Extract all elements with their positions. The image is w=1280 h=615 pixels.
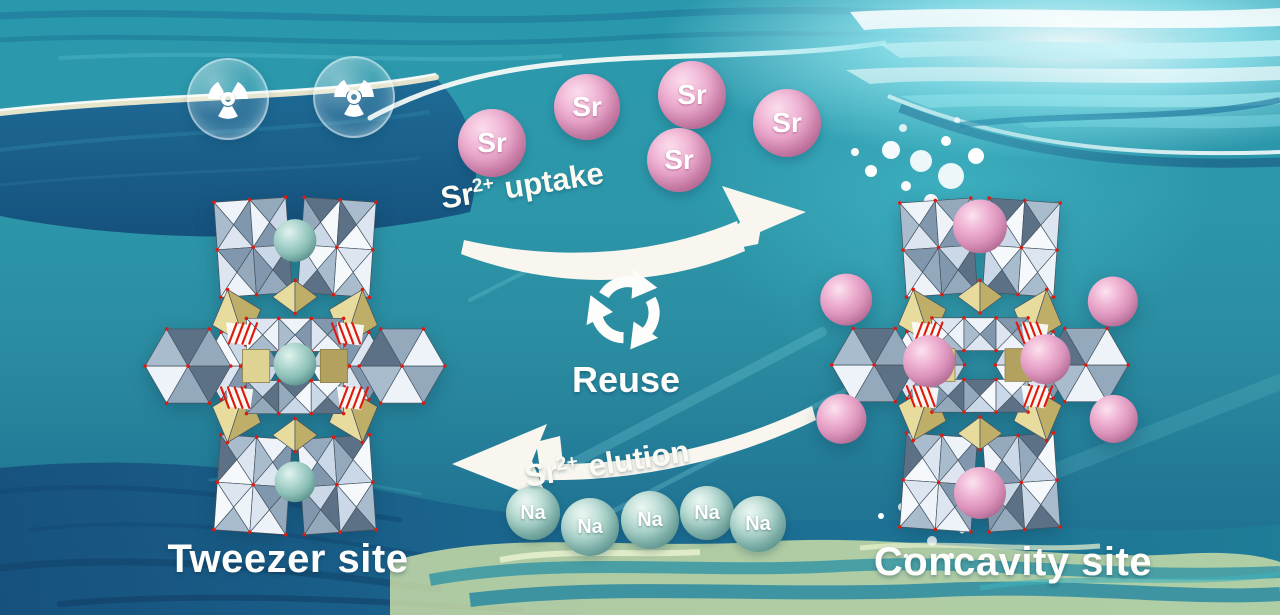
bound-ion-sphere <box>903 335 955 388</box>
bound-ion-sphere <box>274 461 316 503</box>
bound-ion-sphere <box>816 393 867 444</box>
reuse-block: Reuse <box>553 262 699 401</box>
sr-ion-sphere: Sr <box>458 109 526 177</box>
bright-water-zone <box>690 5 1210 385</box>
bound-ion-sphere <box>1089 394 1138 443</box>
na-ion-sphere: Na <box>561 498 619 556</box>
bound-ion-sphere <box>954 467 1006 519</box>
elution-arrow <box>452 406 816 502</box>
na-ion-sphere: Na <box>730 496 786 552</box>
tweezer-site-label: Tweezer site <box>167 537 409 581</box>
radiation-bubble <box>313 56 395 138</box>
radiation-icon <box>331 78 377 117</box>
radiation-icon <box>205 80 251 119</box>
bound-ion-sphere <box>273 219 317 262</box>
bound-ion-sphere <box>1020 334 1071 385</box>
elution-element: Sr <box>522 454 561 494</box>
sand-bank <box>390 539 1280 615</box>
sr-ion-sphere: Sr <box>658 61 726 129</box>
polyhedra-framework <box>143 195 447 537</box>
bound-ion-sphere <box>953 199 1007 254</box>
na-ion-sphere: Na <box>506 486 560 540</box>
bound-ion-sphere <box>1087 276 1138 327</box>
sr-ion-sphere: Sr <box>647 128 711 192</box>
uptake-arrow <box>461 186 806 280</box>
concavity-cluster-structure <box>816 196 1138 534</box>
tweezer-cluster-structure <box>143 195 447 537</box>
concavity-site-label: Concavity site <box>873 540 1153 584</box>
bound-ion-sphere <box>273 342 317 386</box>
polyhedra-framework <box>830 196 1130 534</box>
na-ion-sphere: Na <box>621 491 679 549</box>
uptake-charge: 2+ <box>470 173 496 198</box>
na-ion-sphere: Na <box>680 486 734 540</box>
sr-ion-sphere: Sr <box>753 89 821 157</box>
sr-ion-sphere: Sr <box>554 74 620 140</box>
reuse-label: Reuse <box>571 359 681 400</box>
recycle-icon <box>576 269 676 354</box>
bound-ion-sphere <box>820 273 873 326</box>
radiation-bubble <box>187 58 269 140</box>
uptake-element: Sr <box>438 175 477 216</box>
elution-charge: 2+ <box>554 451 580 476</box>
